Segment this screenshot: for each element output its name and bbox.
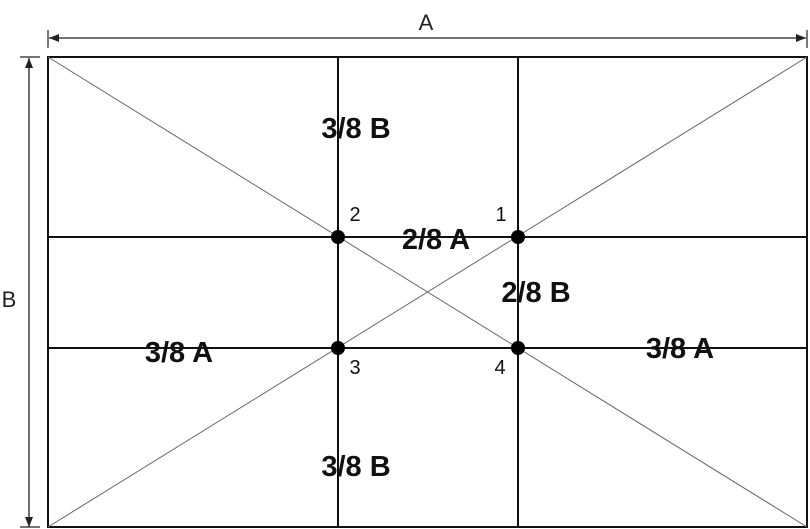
point-label-4: 4: [494, 357, 505, 379]
region-label-bottom: 3/8 B: [321, 451, 390, 483]
intersection-point-1: [511, 230, 525, 244]
dimension-a-label: A: [419, 10, 434, 35]
region-label-middle-vertical: 2/8 B: [501, 277, 570, 309]
diagonal-bl-tr: [47, 56, 808, 528]
region-label-left: 3/8 A: [145, 337, 213, 369]
intersection-point-3: [331, 341, 345, 355]
region-label-top: 3/8 B: [321, 113, 390, 145]
region-label-middle-horizontal: 2/8 A: [402, 224, 470, 256]
region-label-right: 3/8 A: [646, 333, 714, 365]
point-label-1: 1: [495, 204, 506, 226]
outer-frame: [47, 56, 808, 528]
dimension-a-arrow: [47, 30, 808, 48]
dimension-b-label: B: [2, 287, 17, 312]
intersection-point-2: [331, 230, 345, 244]
intersection-point-4: [511, 341, 525, 355]
point-label-2: 2: [349, 204, 360, 226]
point-label-3: 3: [349, 357, 360, 379]
dimension-b-arrow: [20, 56, 40, 528]
